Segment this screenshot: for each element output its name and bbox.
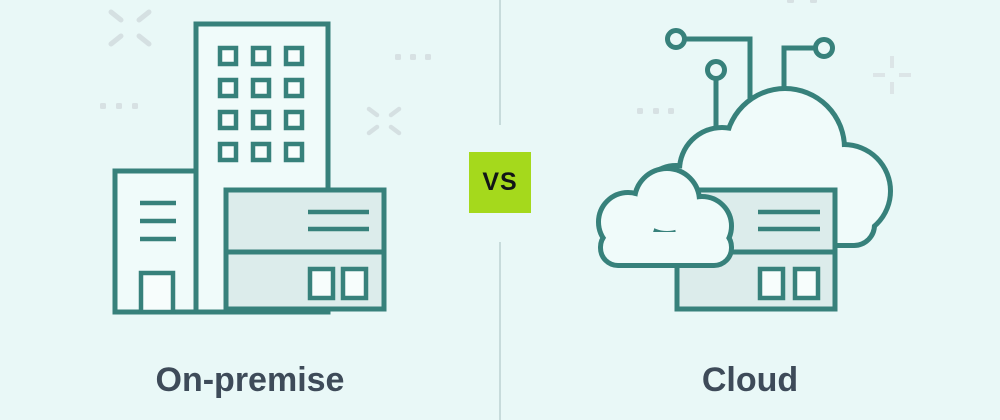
- on-premise-illustration: [100, 9, 431, 315]
- dots-icon: [637, 108, 674, 114]
- building-door: [138, 270, 176, 315]
- server-card-icon: [674, 187, 838, 312]
- cloud-label: Cloud: [701, 361, 799, 399]
- server-card-icon: [223, 187, 387, 312]
- building-windows: [217, 45, 305, 163]
- divider-line: [499, 242, 501, 420]
- x-mark-icon: [108, 9, 152, 47]
- dots-icon: [787, 0, 817, 3]
- divider-line: [499, 0, 501, 125]
- dots-icon: [100, 103, 138, 109]
- dots-icon: [395, 54, 431, 60]
- vs-badge: VS: [469, 152, 531, 213]
- small-building-icon: [112, 168, 199, 315]
- cloud-illustration: [596, 0, 911, 312]
- plus-icon: [873, 56, 911, 94]
- x-mark-icon: [366, 106, 402, 136]
- small-cloud-icon: [596, 166, 734, 268]
- on-premise-label: On-premise: [155, 361, 345, 399]
